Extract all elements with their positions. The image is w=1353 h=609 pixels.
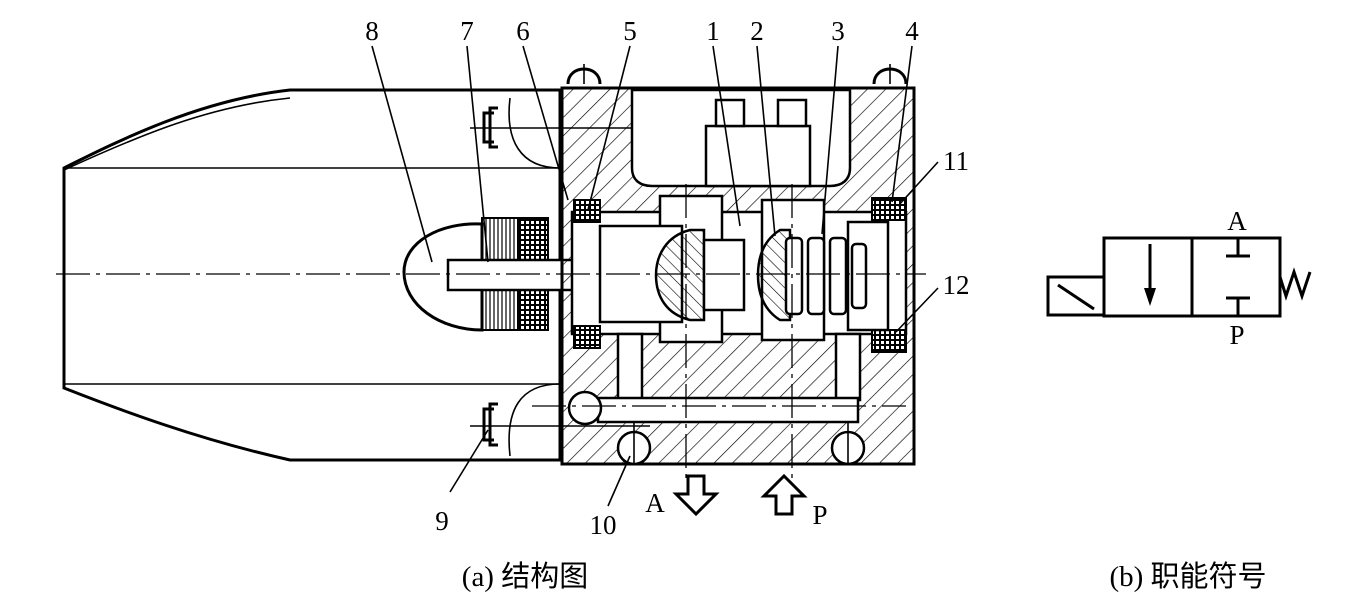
return-spring	[784, 236, 868, 316]
part-number-7: 7	[460, 16, 474, 46]
caption-structure: (a) 结构图	[462, 560, 588, 593]
symbol-port-p: P	[1229, 320, 1244, 350]
symbol-port-a: A	[1227, 206, 1247, 236]
seal-right-upper	[871, 197, 907, 221]
structure-drawing: 8 7 6 5 1 2 3 4 11 12 9 10 A P (a) 结构图	[56, 16, 970, 593]
inlet-arrow	[760, 473, 808, 516]
top-screws	[566, 64, 908, 85]
part-number-3: 3	[831, 16, 845, 46]
position-box-left	[1102, 236, 1194, 318]
seal-left-lower	[573, 325, 601, 349]
part-number-12: 12	[943, 270, 970, 300]
outlet-arrow	[672, 474, 720, 517]
part-number-8: 8	[365, 16, 379, 46]
position-box-right	[1190, 236, 1282, 318]
part-number-10: 10	[590, 510, 617, 540]
part-number-9: 9	[435, 506, 449, 536]
leader-lines	[371, 45, 939, 507]
armature-dome	[402, 222, 484, 332]
end-cap	[846, 220, 890, 332]
seal-left-upper	[573, 199, 601, 223]
seal-right-lower	[871, 329, 907, 353]
part-number-2: 2	[750, 16, 764, 46]
caption-symbol: (b) 职能符号	[1109, 560, 1266, 593]
function-symbol: A P (b) 职能符号	[1046, 206, 1312, 593]
part-number-11: 11	[943, 146, 969, 176]
spring-symbol	[1278, 267, 1312, 301]
solenoid-housing	[62, 88, 562, 462]
part-number-6: 6	[516, 16, 530, 46]
part-number-5: 5	[623, 16, 637, 46]
part-number-4: 4	[905, 16, 919, 46]
port-label-p: P	[812, 500, 827, 530]
port-label-a: A	[645, 488, 665, 518]
part-number-1: 1	[706, 16, 720, 46]
